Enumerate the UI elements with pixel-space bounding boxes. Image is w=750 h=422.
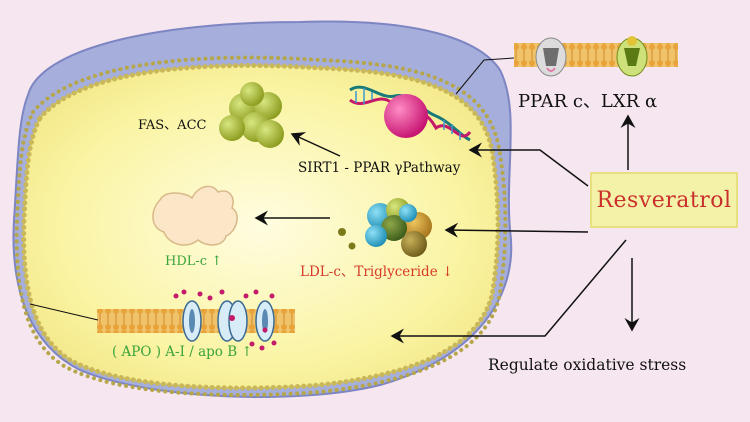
green-cluster-icon xyxy=(219,82,284,148)
ldl-label: LDL-c、Triglyceride ↓ xyxy=(300,264,454,280)
membrane-channel-icon xyxy=(97,289,295,351)
channel-dots xyxy=(173,289,277,351)
channel-2 xyxy=(217,300,248,342)
apo-label: ( APO ) A-I / apo B ↑ xyxy=(112,344,253,360)
cell-membrane-beads-outer xyxy=(14,55,508,397)
connector-membrane xyxy=(29,303,99,321)
pink-sphere-dna-icon xyxy=(349,85,472,142)
cell-membrane-beads xyxy=(21,63,501,391)
oxidative-stress-label: Regulate oxidative stress xyxy=(488,356,687,374)
arrow-to-fas xyxy=(290,132,341,157)
arrow-res-to-membrane xyxy=(390,239,627,344)
resveratrol-box: Resveratrol xyxy=(590,172,738,228)
receptor-green-icon xyxy=(616,36,648,77)
channel-1 xyxy=(182,300,202,342)
hdl-label: HDL-c ↑ xyxy=(165,254,223,269)
fas-acc-label: FAS、ACC xyxy=(138,118,207,133)
hdl-blob-icon xyxy=(152,185,238,246)
ldl-cluster-icon xyxy=(338,198,432,257)
arrow-res-to-pathway xyxy=(468,142,589,187)
channel-3 xyxy=(255,300,275,342)
ppar-lxr-label: PPAR c、LXR α xyxy=(518,91,658,112)
sirt1-pathway-label: SIRT1 - PPAR γPathway xyxy=(298,160,461,176)
connector-receptor xyxy=(455,57,515,95)
receptor-gray-icon xyxy=(535,37,567,77)
arrow-res-to-ldl xyxy=(444,222,589,238)
arrows xyxy=(254,114,640,344)
resveratrol-label: Resveratrol xyxy=(596,187,732,213)
receptor-membrane-icon xyxy=(514,36,678,77)
